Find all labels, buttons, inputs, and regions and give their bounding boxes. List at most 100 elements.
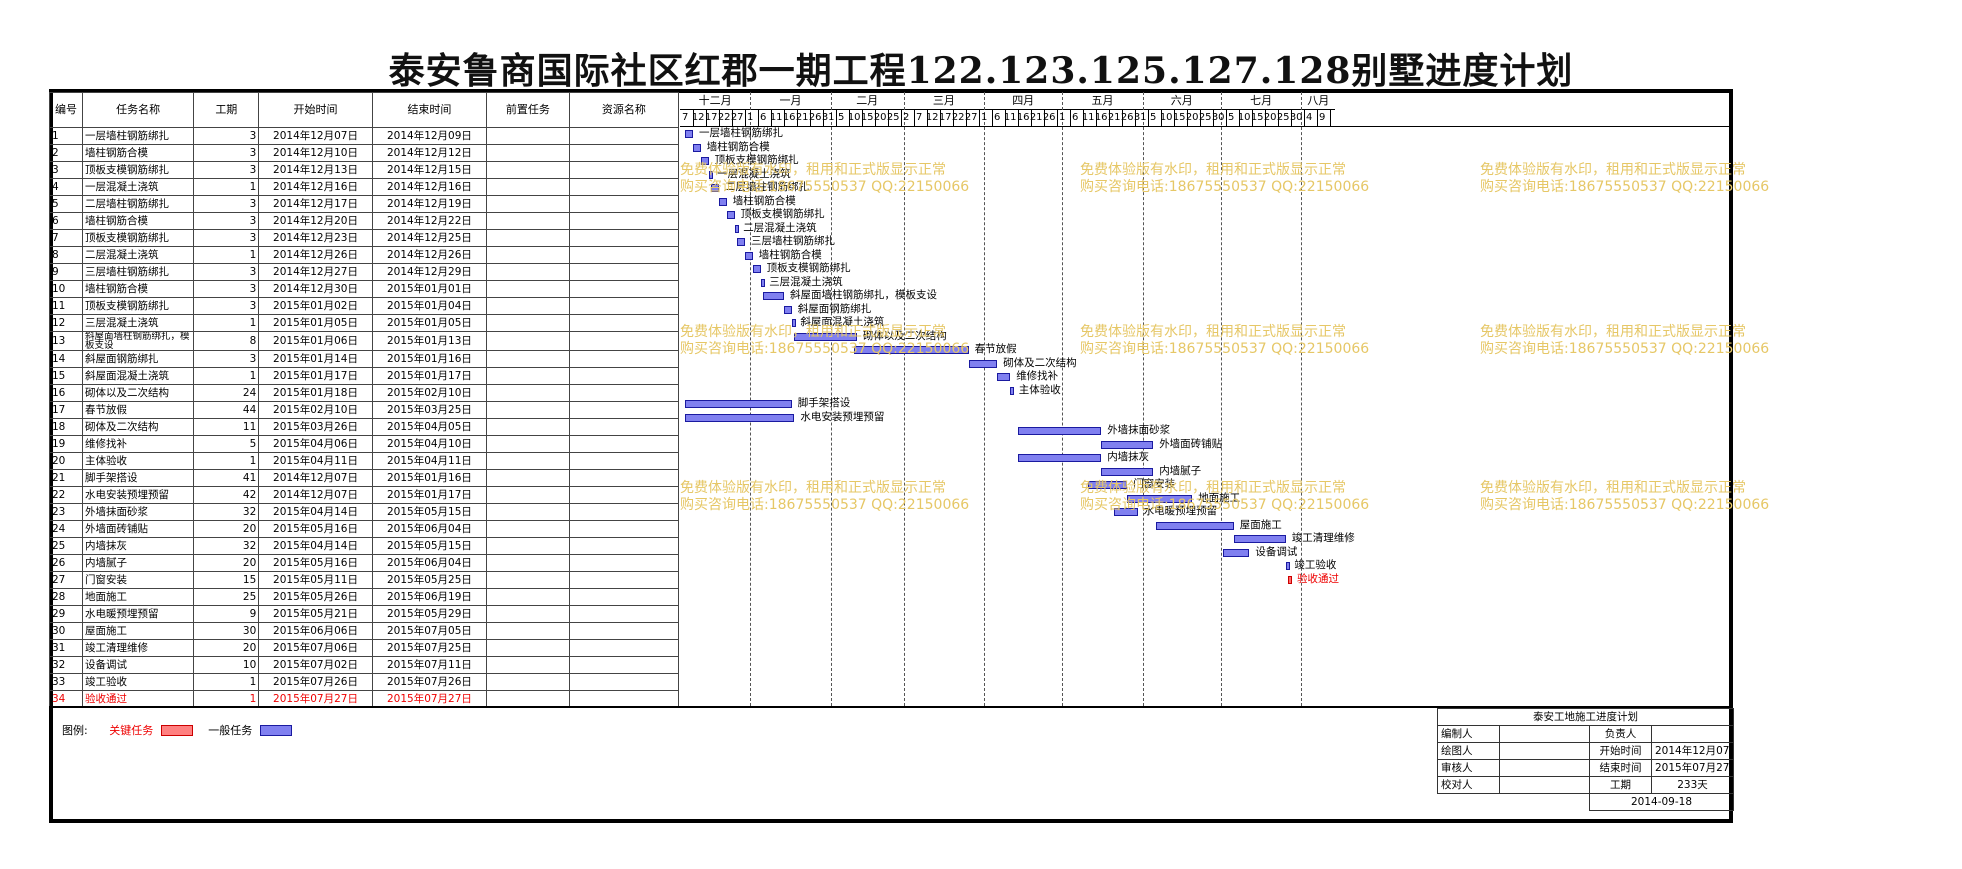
cell-task-name: 主体验收: [81, 452, 195, 470]
cell-id: 28: [49, 588, 83, 606]
gantt-day-tick: [1291, 110, 1293, 126]
cell-end: 2014年12月15日: [371, 161, 488, 179]
cell-start: 2014年12月30日: [258, 280, 373, 298]
legend-title: 图例:: [62, 724, 88, 737]
column-header: 工期: [193, 92, 260, 128]
cell-resource: [568, 673, 680, 691]
gantt-day-tick: [823, 110, 825, 126]
cell-predecessor: [486, 144, 570, 162]
gantt-day-tick: [1226, 110, 1228, 126]
cell-id: 10: [49, 280, 83, 298]
gantt-month-label: 三月: [903, 92, 985, 110]
cell-start: 2014年12月26日: [258, 246, 373, 264]
cell-end: 2014年12月09日: [371, 127, 488, 145]
cell-duration: 1: [193, 178, 260, 196]
gantt-task-label: 顶板支模钢筋绑扎: [766, 262, 851, 274]
gantt-day-label: 1: [1059, 112, 1066, 123]
cell-duration: 20: [193, 554, 260, 572]
gantt-task-label: 斜屋面墙柱钢筋绑扎，模板支设: [790, 289, 937, 301]
gantt-task-bar: [968, 359, 998, 368]
watermark-line2: 购买咨询电话:18675550537 QQ:22150066: [680, 179, 970, 195]
gantt-day-label: 15: [860, 112, 874, 123]
cell-duration: 25: [193, 588, 260, 606]
gantt-task-bar: [685, 400, 792, 408]
gantt-task-bar: [711, 184, 719, 192]
cell-start: 2015年06月06日: [258, 622, 373, 640]
table-header: 编号任务名称工期开始时间结束时间前置任务资源名称: [49, 92, 680, 128]
watermark: 免费体验版有水印，租用和正式版显示正常购买咨询电话:18675550537 QQ…: [1080, 324, 1369, 358]
cell-id: 21: [49, 469, 83, 487]
cell-start: 2014年12月17日: [258, 195, 373, 213]
cell-task-name: 斜屋面混凝土浇筑: [81, 367, 195, 385]
cell-end: 2015年04月10日: [371, 435, 488, 453]
gantt-task-bar: [726, 211, 735, 219]
legend: 图例: 关键任务 一般任务: [62, 722, 304, 738]
gantt-task-bar: [685, 413, 795, 422]
cell-end: 2015年05月15日: [371, 537, 488, 555]
cell-end: 2014年12月26日: [371, 246, 488, 264]
info-owner-value: [1651, 725, 1734, 743]
gantt-day-label: 5: [1228, 112, 1235, 123]
cell-resource: [568, 537, 680, 555]
gantt-task-label: 春节放假: [974, 343, 1017, 355]
cell-task-name: 三层混凝土浇筑: [81, 314, 195, 332]
gantt-task-bar: [719, 197, 727, 206]
gantt-task-label: 水电暖预埋预留: [1143, 505, 1218, 517]
gantt-day-label: 1: [747, 112, 754, 123]
gantt-day-tick: [1161, 110, 1163, 126]
cell-task-name: 墙柱钢筋合模: [81, 144, 195, 162]
cell-resource: [568, 469, 680, 487]
gantt-task-bar: [1288, 575, 1293, 584]
gantt-day-label: 1: [981, 112, 988, 123]
info-end-value: 2015年07月27日: [1651, 759, 1734, 777]
gantt-task-label: 一层墙柱钢筋绑扎: [699, 127, 783, 139]
cell-task-name: 三层墙柱钢筋绑扎: [81, 263, 195, 281]
cell-resource: [568, 331, 680, 351]
gantt-day-tick: [732, 110, 734, 126]
gantt-task-label: 验收通过: [1297, 572, 1339, 585]
watermark: 免费体验版有水印，租用和正式版显示正常购买咨询电话:18675550537 QQ…: [1480, 324, 1769, 358]
cell-id: 30: [49, 622, 83, 640]
cell-id: 26: [49, 554, 83, 572]
gantt-task-label: 内墙腻子: [1159, 464, 1202, 477]
cell-task-name: 维修找补: [81, 435, 195, 453]
gantt-task-label: 门窗安装: [1133, 478, 1176, 490]
gantt-month-gridline: [984, 92, 986, 706]
gantt-day-tick: [953, 110, 955, 126]
gantt-day-label: 11: [769, 112, 783, 123]
gantt-month-gridline: [750, 92, 752, 706]
gantt-task-label: 砌体及二次结构: [1003, 356, 1077, 369]
gantt-task-bar: [997, 373, 1011, 381]
gantt-day-tick: [888, 110, 890, 126]
cell-id: 13: [49, 331, 83, 351]
gantt-day-tick: [1304, 110, 1306, 126]
gantt-task-label: 斜屋面混凝土浇筑: [800, 316, 885, 328]
cell-end: 2015年05月29日: [371, 605, 488, 623]
gantt-task-label: 顶板支模钢筋绑扎: [740, 208, 825, 220]
cell-duration: 3: [193, 161, 260, 179]
cell-predecessor: [486, 469, 570, 487]
gantt-day-label: 21: [1107, 112, 1121, 123]
cell-start: 2015年03月26日: [258, 418, 373, 436]
cell-task-name: 顶板支模钢筋绑扎: [81, 229, 195, 247]
watermark-line1: 免费体验版有水印，租用和正式版显示正常: [1080, 162, 1346, 178]
gantt-day-tick: [693, 110, 695, 126]
gantt-month-gridline: [1062, 92, 1064, 706]
watermark-line1: 免费体验版有水印，租用和正式版显示正常: [680, 324, 946, 340]
info-end-label: 结束时间: [1589, 759, 1652, 777]
watermark-line2: 购买咨询电话:18675550537 QQ:22150066: [680, 341, 970, 357]
gantt-day-tick: [836, 110, 838, 126]
gantt-day-label: 21: [795, 112, 809, 123]
cell-predecessor: [486, 161, 570, 179]
